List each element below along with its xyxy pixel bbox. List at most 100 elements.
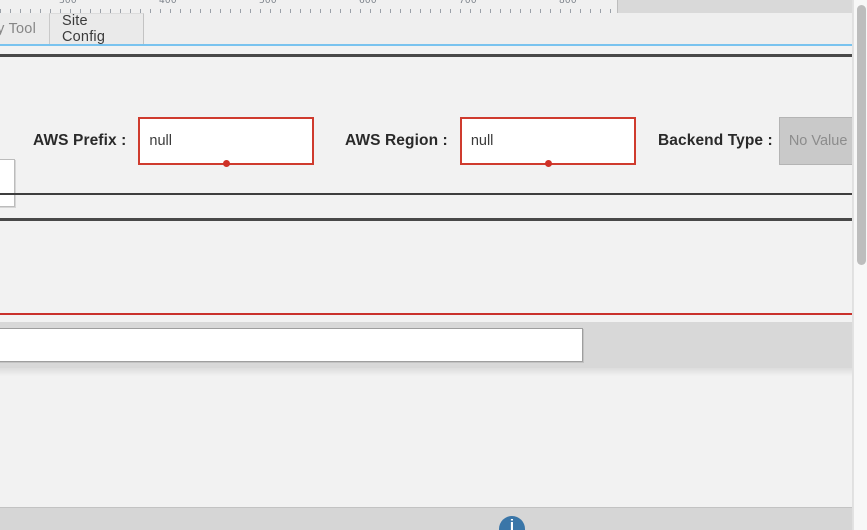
ruler-tick-label: 500 <box>259 0 277 6</box>
ruler-minor-tick <box>230 9 231 13</box>
ruler-unmeasured-region <box>617 0 867 13</box>
tab-query-tool-label: y Tool <box>0 20 36 37</box>
ruler-minor-tick <box>170 9 171 13</box>
ruler-minor-tick <box>380 9 381 13</box>
field-aws-prefix: AWS Prefix : null <box>33 117 315 167</box>
ruler-minor-tick <box>70 9 71 13</box>
ruler-minor-tick <box>410 9 411 13</box>
vertical-scrollbar-track[interactable] <box>853 0 867 530</box>
partial-input-left[interactable] <box>0 159 15 207</box>
backend-type-value: No Value <box>788 133 848 149</box>
ruler-minor-tick <box>340 9 341 13</box>
ruler-minor-tick <box>210 9 211 13</box>
ruler-tick-label: 700 <box>459 0 477 6</box>
section-divider-a <box>0 193 853 195</box>
ruler-minor-tick <box>60 9 61 13</box>
scrollbar-rail-edge <box>852 0 853 530</box>
horizontal-ruler: 300 400 500 600 700 800 <box>0 0 867 14</box>
ruler-minor-tick <box>250 9 251 13</box>
field-aws-region: AWS Region : null <box>345 117 636 167</box>
ruler-minor-tick <box>260 9 261 13</box>
ruler-tick-label: 300 <box>59 0 77 6</box>
wide-text-input[interactable] <box>0 328 583 362</box>
ruler-minor-tick <box>220 9 221 13</box>
ruler-minor-tick <box>200 9 201 13</box>
ruler-minor-tick <box>550 9 551 13</box>
backend-type-label: Backend Type : <box>658 132 773 149</box>
info-badge-icon[interactable]: i <box>499 516 525 530</box>
ruler-tick-label: 400 <box>159 0 177 6</box>
ruler-minor-tick <box>120 9 121 13</box>
validation-separator <box>0 313 853 315</box>
ruler-minor-tick <box>130 9 131 13</box>
ruler-tick-label: 600 <box>359 0 377 6</box>
lower-toolbar-band <box>0 322 853 368</box>
ruler-minor-tick <box>570 9 571 13</box>
bottom-empty-area <box>0 368 867 530</box>
tab-query-tool[interactable]: y Tool <box>0 13 50 44</box>
section-divider-top <box>0 54 853 57</box>
vertical-scrollbar-thumb[interactable] <box>857 5 866 265</box>
ruler-minor-tick <box>490 9 491 13</box>
ruler-minor-tick <box>350 9 351 13</box>
ruler-minor-tick <box>390 9 391 13</box>
ruler-minor-tick <box>370 9 371 13</box>
ruler-minor-tick <box>560 9 561 13</box>
ruler-minor-tick <box>610 9 611 13</box>
ruler-minor-tick <box>530 9 531 13</box>
status-bar: i <box>0 507 867 530</box>
ruler-minor-tick <box>330 9 331 13</box>
ruler-minor-tick <box>320 9 321 13</box>
ruler-minor-tick <box>240 9 241 13</box>
ruler-minor-tick <box>150 9 151 13</box>
ruler-minor-tick <box>580 9 581 13</box>
ruler-minor-tick <box>480 9 481 13</box>
ruler-minor-tick <box>360 9 361 13</box>
aws-region-value: null <box>470 133 494 149</box>
tab-site-config-label: Site Config <box>62 13 106 45</box>
ruler-minor-tick <box>520 9 521 13</box>
ruler-minor-tick <box>140 9 141 13</box>
ruler-minor-tick <box>20 9 21 13</box>
ruler-minor-tick <box>40 9 41 13</box>
ruler-minor-tick <box>510 9 511 13</box>
ruler-minor-tick <box>270 9 271 13</box>
ruler-minor-tick <box>90 9 91 13</box>
tab-bar: y Tool Site Config <box>0 13 867 46</box>
ruler-minor-tick <box>430 9 431 13</box>
ruler-minor-tick <box>590 9 591 13</box>
ruler-minor-tick <box>280 9 281 13</box>
ruler-minor-tick <box>310 9 311 13</box>
ruler-minor-tick <box>160 9 161 13</box>
ruler-minor-tick <box>180 9 181 13</box>
bottom-area-shadow <box>0 368 867 376</box>
ruler-minor-tick <box>600 9 601 13</box>
aws-region-input[interactable]: null <box>459 117 636 167</box>
ruler-minor-tick <box>470 9 471 13</box>
ruler-minor-tick <box>420 9 421 13</box>
info-badge-glyph: i <box>509 517 515 530</box>
ruler-minor-tick <box>290 9 291 13</box>
tab-site-config[interactable]: Site Config <box>49 13 144 45</box>
ruler-tick-label: 800 <box>559 0 577 6</box>
ruler-minor-tick <box>10 9 11 13</box>
ruler-minor-tick <box>110 9 111 13</box>
ruler-minor-tick <box>300 9 301 13</box>
field-backend-type: Backend Type : No Value <box>658 117 867 165</box>
ruler-minor-tick <box>190 9 191 13</box>
ruler-minor-tick <box>50 9 51 13</box>
ruler-minor-tick <box>100 9 101 13</box>
ruler-minor-tick <box>440 9 441 13</box>
section-divider-b <box>0 218 853 221</box>
ruler-minor-tick <box>0 9 1 13</box>
ruler-minor-tick <box>500 9 501 13</box>
aws-region-required-dot-icon <box>544 160 552 167</box>
ruler-minor-tick <box>400 9 401 13</box>
aws-prefix-value: null <box>149 133 172 149</box>
aws-settings-row: AWS Prefix : null AWS Region : null Back… <box>0 102 867 180</box>
ruler-minor-tick <box>450 9 451 13</box>
aws-prefix-input[interactable]: null <box>138 117 315 167</box>
tab-bar-empty-area <box>144 13 867 44</box>
ruler-minor-tick <box>80 9 81 13</box>
